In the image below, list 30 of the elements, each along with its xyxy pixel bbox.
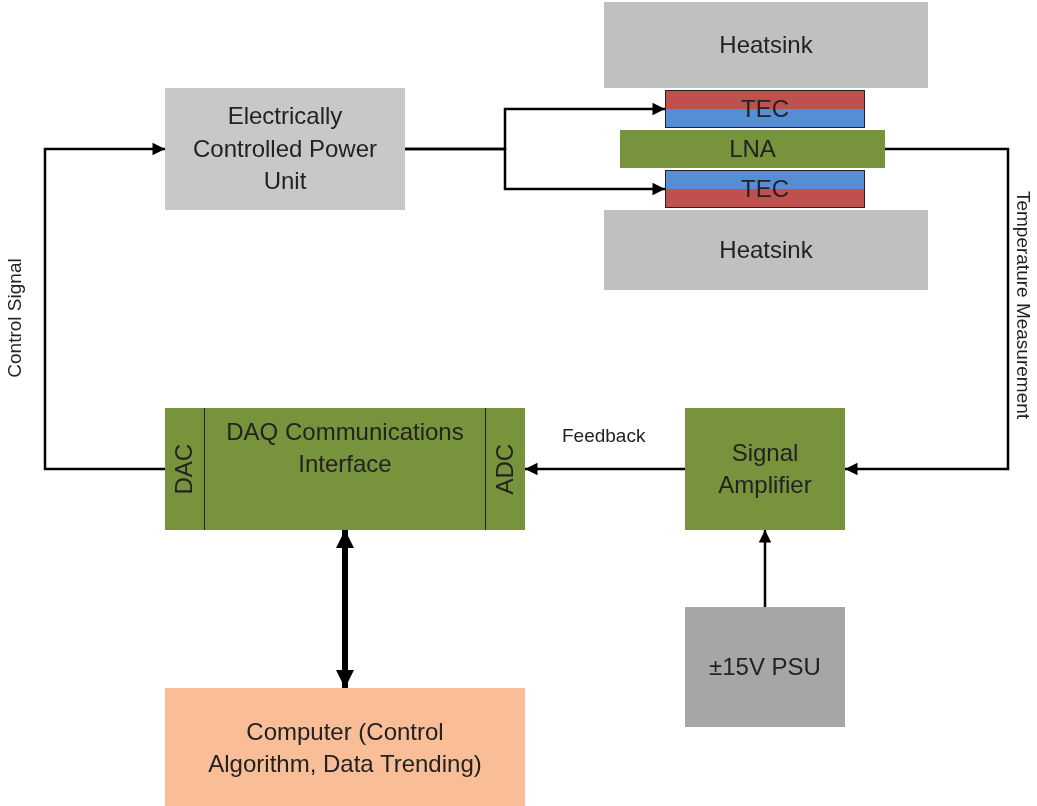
lna-block <box>620 130 885 168</box>
node-label: TEC <box>741 173 789 204</box>
arrow <box>758 530 772 607</box>
arrow <box>43 142 165 471</box>
arrow <box>845 147 1010 476</box>
heatsink-block <box>604 210 928 290</box>
arrow <box>405 147 665 196</box>
node-label: ADC <box>490 443 520 495</box>
computer-box <box>165 688 525 806</box>
node-label: ±15V PSU <box>709 651 821 682</box>
psu-box <box>685 607 845 727</box>
tec-block <box>665 170 865 208</box>
node-label: Heatsink <box>719 29 813 60</box>
amplifier-box <box>685 408 845 530</box>
daq-box <box>165 408 525 530</box>
node-label: LNA <box>729 133 776 164</box>
power-unit-box <box>165 88 405 210</box>
arrow <box>525 462 685 476</box>
edge-label: Temperature Measurement <box>1012 189 1035 422</box>
node-label: Electrically Controlled Power Unit <box>191 101 379 197</box>
node-label: Heatsink <box>719 234 813 265</box>
node-label: DAC <box>169 443 199 495</box>
heatsink-block <box>604 2 928 88</box>
edge-label: Control Signal <box>3 257 26 380</box>
node-label: Signal Amplifier <box>717 437 813 500</box>
node-label: TEC <box>741 93 789 124</box>
node-label: DAQ Communications Interface <box>225 417 465 480</box>
tec-block <box>665 90 865 128</box>
arrow <box>336 530 354 688</box>
node-label: Computer (Control Algorithm, Data Trending) <box>207 716 483 779</box>
